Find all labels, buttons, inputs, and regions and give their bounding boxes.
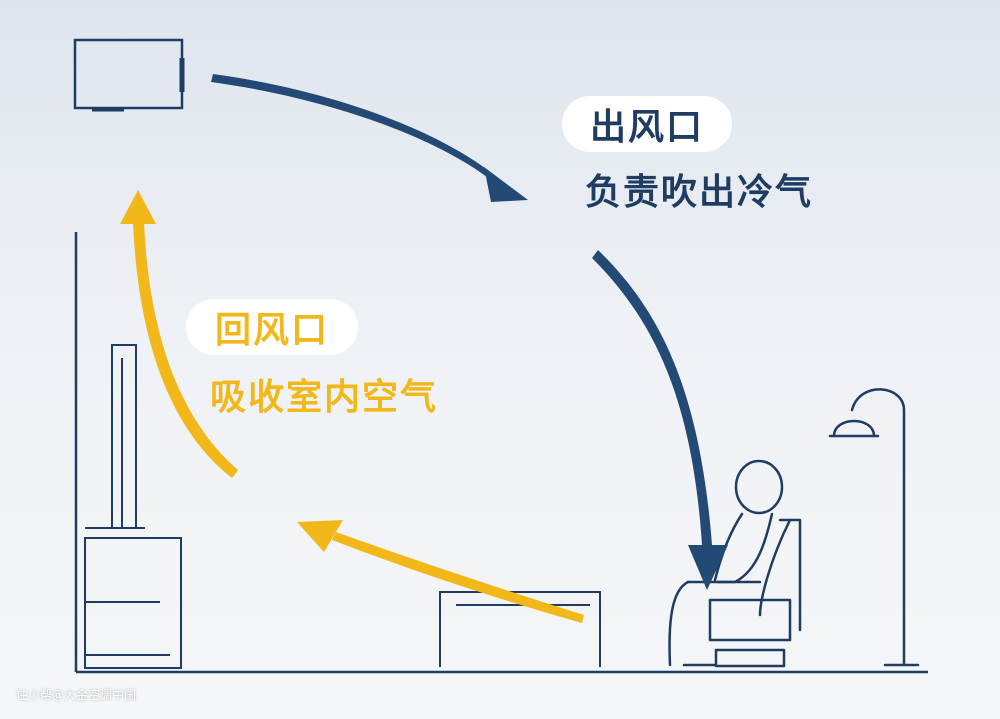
watermark: 住小帮@大金空调中国 — [16, 688, 137, 702]
cold-air-arrow-lower — [592, 250, 728, 590]
return-air-arrow-upper — [120, 190, 238, 478]
cold-air-arrow-upper — [211, 74, 528, 202]
return-air-arrow-lower — [297, 520, 584, 623]
tv-cabinet — [84, 344, 182, 669]
floor-lamp-icon — [828, 388, 920, 667]
room-outline — [74, 232, 928, 674]
return-title-badge: 回风口 — [186, 299, 358, 355]
seated-person-icon — [668, 459, 802, 668]
return-description: 吸收室内空气 — [210, 377, 439, 418]
ac-unit-icon — [73, 38, 185, 112]
outlet-description: 负责吹出冷气 — [585, 172, 814, 213]
outlet-title-badge: 出风口 — [562, 96, 732, 152]
